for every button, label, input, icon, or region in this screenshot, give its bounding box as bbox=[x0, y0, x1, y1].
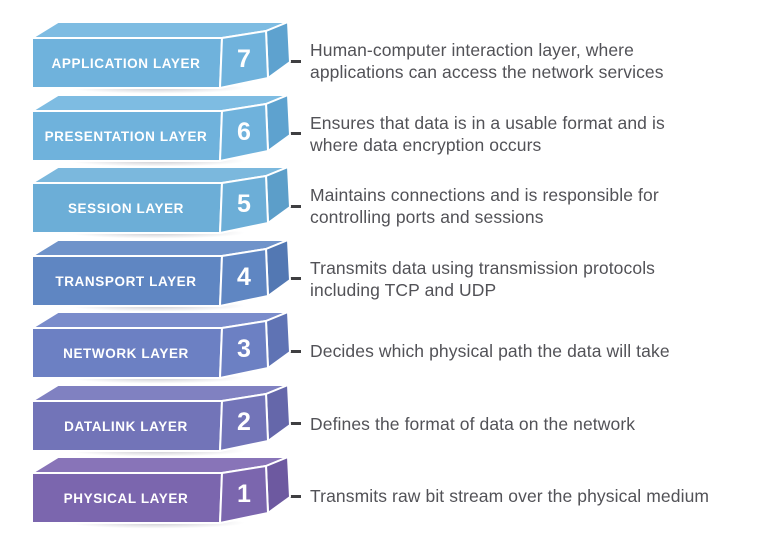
dash-connector bbox=[284, 422, 301, 426]
layer-annotation: Transmits data using transmission protoc… bbox=[284, 257, 655, 301]
layer-box: DATALINK LAYER 2 bbox=[30, 383, 292, 459]
layer-name-label: APPLICATION LAYER bbox=[52, 56, 201, 71]
layer-description: Ensures that data is in a usable format … bbox=[310, 112, 665, 155]
layer-number: 3 bbox=[237, 335, 251, 363]
osi-layer-row: PRESENTATION LAYER 6 Ensures that data i… bbox=[30, 93, 763, 169]
osi-layer-row: TRANSPORT LAYER 4 Transmits data using t… bbox=[30, 238, 763, 314]
box-side-face bbox=[265, 238, 291, 297]
layer-number: 2 bbox=[237, 408, 251, 436]
box-end-face bbox=[219, 465, 269, 525]
box-side-face bbox=[265, 166, 291, 225]
layer-name-label: PRESENTATION LAYER bbox=[45, 129, 208, 144]
box-side-face bbox=[265, 456, 291, 515]
box-end-face bbox=[219, 247, 269, 307]
layer-box-3d: PRESENTATION LAYER 6 bbox=[31, 93, 291, 162]
layer-description: Human-computer interaction layer, where … bbox=[310, 40, 664, 83]
layer-annotation: Defines the format of data on the networ… bbox=[284, 413, 635, 435]
box-end-face bbox=[219, 102, 269, 162]
layer-description: Decides which physical path the data wil… bbox=[310, 341, 670, 362]
layer-box: SESSION LAYER 5 bbox=[30, 165, 292, 242]
osi-layer-row: DATALINK LAYER 2 Defines the format of d… bbox=[30, 383, 763, 459]
layer-box-3d: DATALINK LAYER 2 bbox=[31, 383, 291, 452]
layer-number: 7 bbox=[237, 45, 251, 73]
layer-number: 4 bbox=[237, 263, 251, 291]
layer-name-label: PHYSICAL LAYER bbox=[64, 491, 189, 506]
layer-description: Transmits raw bit stream over the physic… bbox=[310, 486, 710, 507]
layer-box-3d: APPLICATION LAYER 7 bbox=[31, 21, 291, 90]
layer-number: 6 bbox=[237, 118, 251, 146]
osi-layer-row: SESSION LAYER 5 Maintains connections an… bbox=[30, 165, 763, 242]
box-end-face bbox=[219, 320, 269, 380]
layer-box: TRANSPORT LAYER 4 bbox=[30, 238, 292, 314]
dash-connector bbox=[284, 132, 301, 136]
box-end-face bbox=[219, 30, 269, 90]
box-end-face bbox=[219, 392, 269, 452]
layer-name-label: TRANSPORT LAYER bbox=[55, 274, 196, 289]
dash-connector bbox=[284, 494, 301, 498]
box-side-face bbox=[265, 93, 291, 152]
layer-description: Maintains connections and is responsible… bbox=[310, 185, 659, 228]
box-side-face bbox=[265, 21, 291, 80]
layer-annotation: Maintains connections and is responsible… bbox=[284, 184, 659, 228]
dash-connector bbox=[284, 349, 301, 353]
dash-connector bbox=[284, 277, 301, 281]
layer-box: NETWORK LAYER 3 bbox=[30, 310, 292, 387]
layer-box-3d: TRANSPORT LAYER 4 bbox=[31, 238, 291, 307]
osi-layer-row: APPLICATION LAYER 7 Human-computer inter… bbox=[30, 20, 763, 97]
layer-box: PHYSICAL LAYER 1 bbox=[30, 455, 292, 532]
layer-annotation: Transmits raw bit stream over the physic… bbox=[284, 485, 709, 507]
osi-layer-row: PHYSICAL LAYER 1 Transmits raw bit strea… bbox=[30, 455, 763, 532]
layer-box: APPLICATION LAYER 7 bbox=[30, 20, 292, 97]
layer-annotation: Decides which physical path the data wil… bbox=[284, 340, 670, 362]
dash-connector bbox=[284, 59, 301, 63]
layer-box-3d: NETWORK LAYER 3 bbox=[31, 311, 291, 380]
layer-box-3d: PHYSICAL LAYER 1 bbox=[31, 456, 291, 525]
layer-description: Transmits data using transmission protoc… bbox=[310, 257, 656, 300]
layer-description: Defines the format of data on the networ… bbox=[310, 413, 636, 434]
dash-connector bbox=[284, 204, 301, 208]
layer-number: 5 bbox=[237, 190, 251, 218]
layer-annotation: Human-computer interaction layer, where … bbox=[284, 39, 664, 83]
layer-name-label: DATALINK LAYER bbox=[64, 419, 188, 434]
box-end-face bbox=[219, 175, 269, 235]
layer-rows: APPLICATION LAYER 7 Human-computer inter… bbox=[30, 20, 763, 532]
layer-box-3d: SESSION LAYER 5 bbox=[31, 166, 291, 235]
layer-name-label: NETWORK LAYER bbox=[63, 346, 189, 361]
box-side-face bbox=[265, 383, 291, 442]
layer-box: PRESENTATION LAYER 6 bbox=[30, 93, 292, 169]
osi-layer-row: NETWORK LAYER 3 Decides which physical p… bbox=[30, 310, 763, 387]
layer-number: 1 bbox=[237, 480, 251, 508]
box-side-face bbox=[265, 311, 291, 370]
layer-name-label: SESSION LAYER bbox=[68, 201, 184, 216]
layer-annotation: Ensures that data is in a usable format … bbox=[284, 112, 665, 156]
